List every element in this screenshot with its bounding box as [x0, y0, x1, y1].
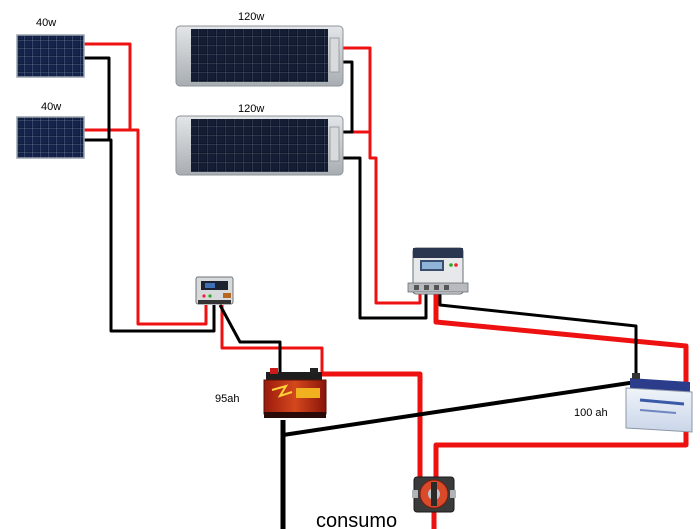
- wire-positive-battery-to-switch: [322, 371, 423, 480]
- wire-positive-small-panel-top: [84, 42, 132, 130]
- battery-switch: [412, 476, 456, 513]
- panel-large-top-label: 120w: [238, 11, 264, 23]
- solar-panel-large-bottom: 120w: [175, 103, 344, 176]
- wire-negative-large-panels: [340, 60, 354, 134]
- wire-negative-large-to-mppt: [340, 156, 428, 320]
- panel-small-top-label: 40w: [36, 17, 56, 29]
- solar-panel-small-top: 40w: [16, 17, 85, 78]
- panel-large-bottom-label: 120w: [238, 103, 264, 115]
- battery-leisure-label: 100 ah: [574, 407, 608, 419]
- load-label: consumo: [316, 510, 397, 529]
- solar-panel-small-bottom: 40w: [16, 101, 85, 159]
- solar-panel-icon: [191, 119, 328, 172]
- wire-negative-pwm-to-battery: [218, 304, 282, 372]
- wire-negative-small-panel-bottom: [84, 138, 216, 333]
- solar-panel-icon: [16, 116, 85, 159]
- wiring: [84, 42, 689, 529]
- wire-negative-leisure-to-starter: [282, 380, 637, 437]
- solar-panel-large-top: 120w: [175, 11, 344, 87]
- car-battery-icon: [263, 379, 327, 415]
- battery-starter-label: 95ah: [215, 393, 239, 405]
- starter-battery: 95ah: [215, 368, 327, 418]
- solar-panel-icon: [191, 29, 328, 82]
- wire-negative-mppt-to-leisure: [438, 294, 638, 378]
- panel-small-bottom-label: 40w: [41, 101, 61, 113]
- pwm-charge-controller: [195, 276, 234, 305]
- wire-negative-small-panel-top: [84, 56, 111, 140]
- agm-battery-icon: [625, 387, 693, 433]
- wire-positive-large-to-mppt: [338, 46, 422, 305]
- wire-positive-pwm-to-battery: [220, 305, 324, 372]
- mppt-charge-controller: [407, 247, 469, 295]
- solar-panel-icon: [16, 34, 85, 78]
- leisure-battery: 100 ah: [574, 373, 693, 433]
- wire-positive-small-panel-bottom: [84, 128, 208, 326]
